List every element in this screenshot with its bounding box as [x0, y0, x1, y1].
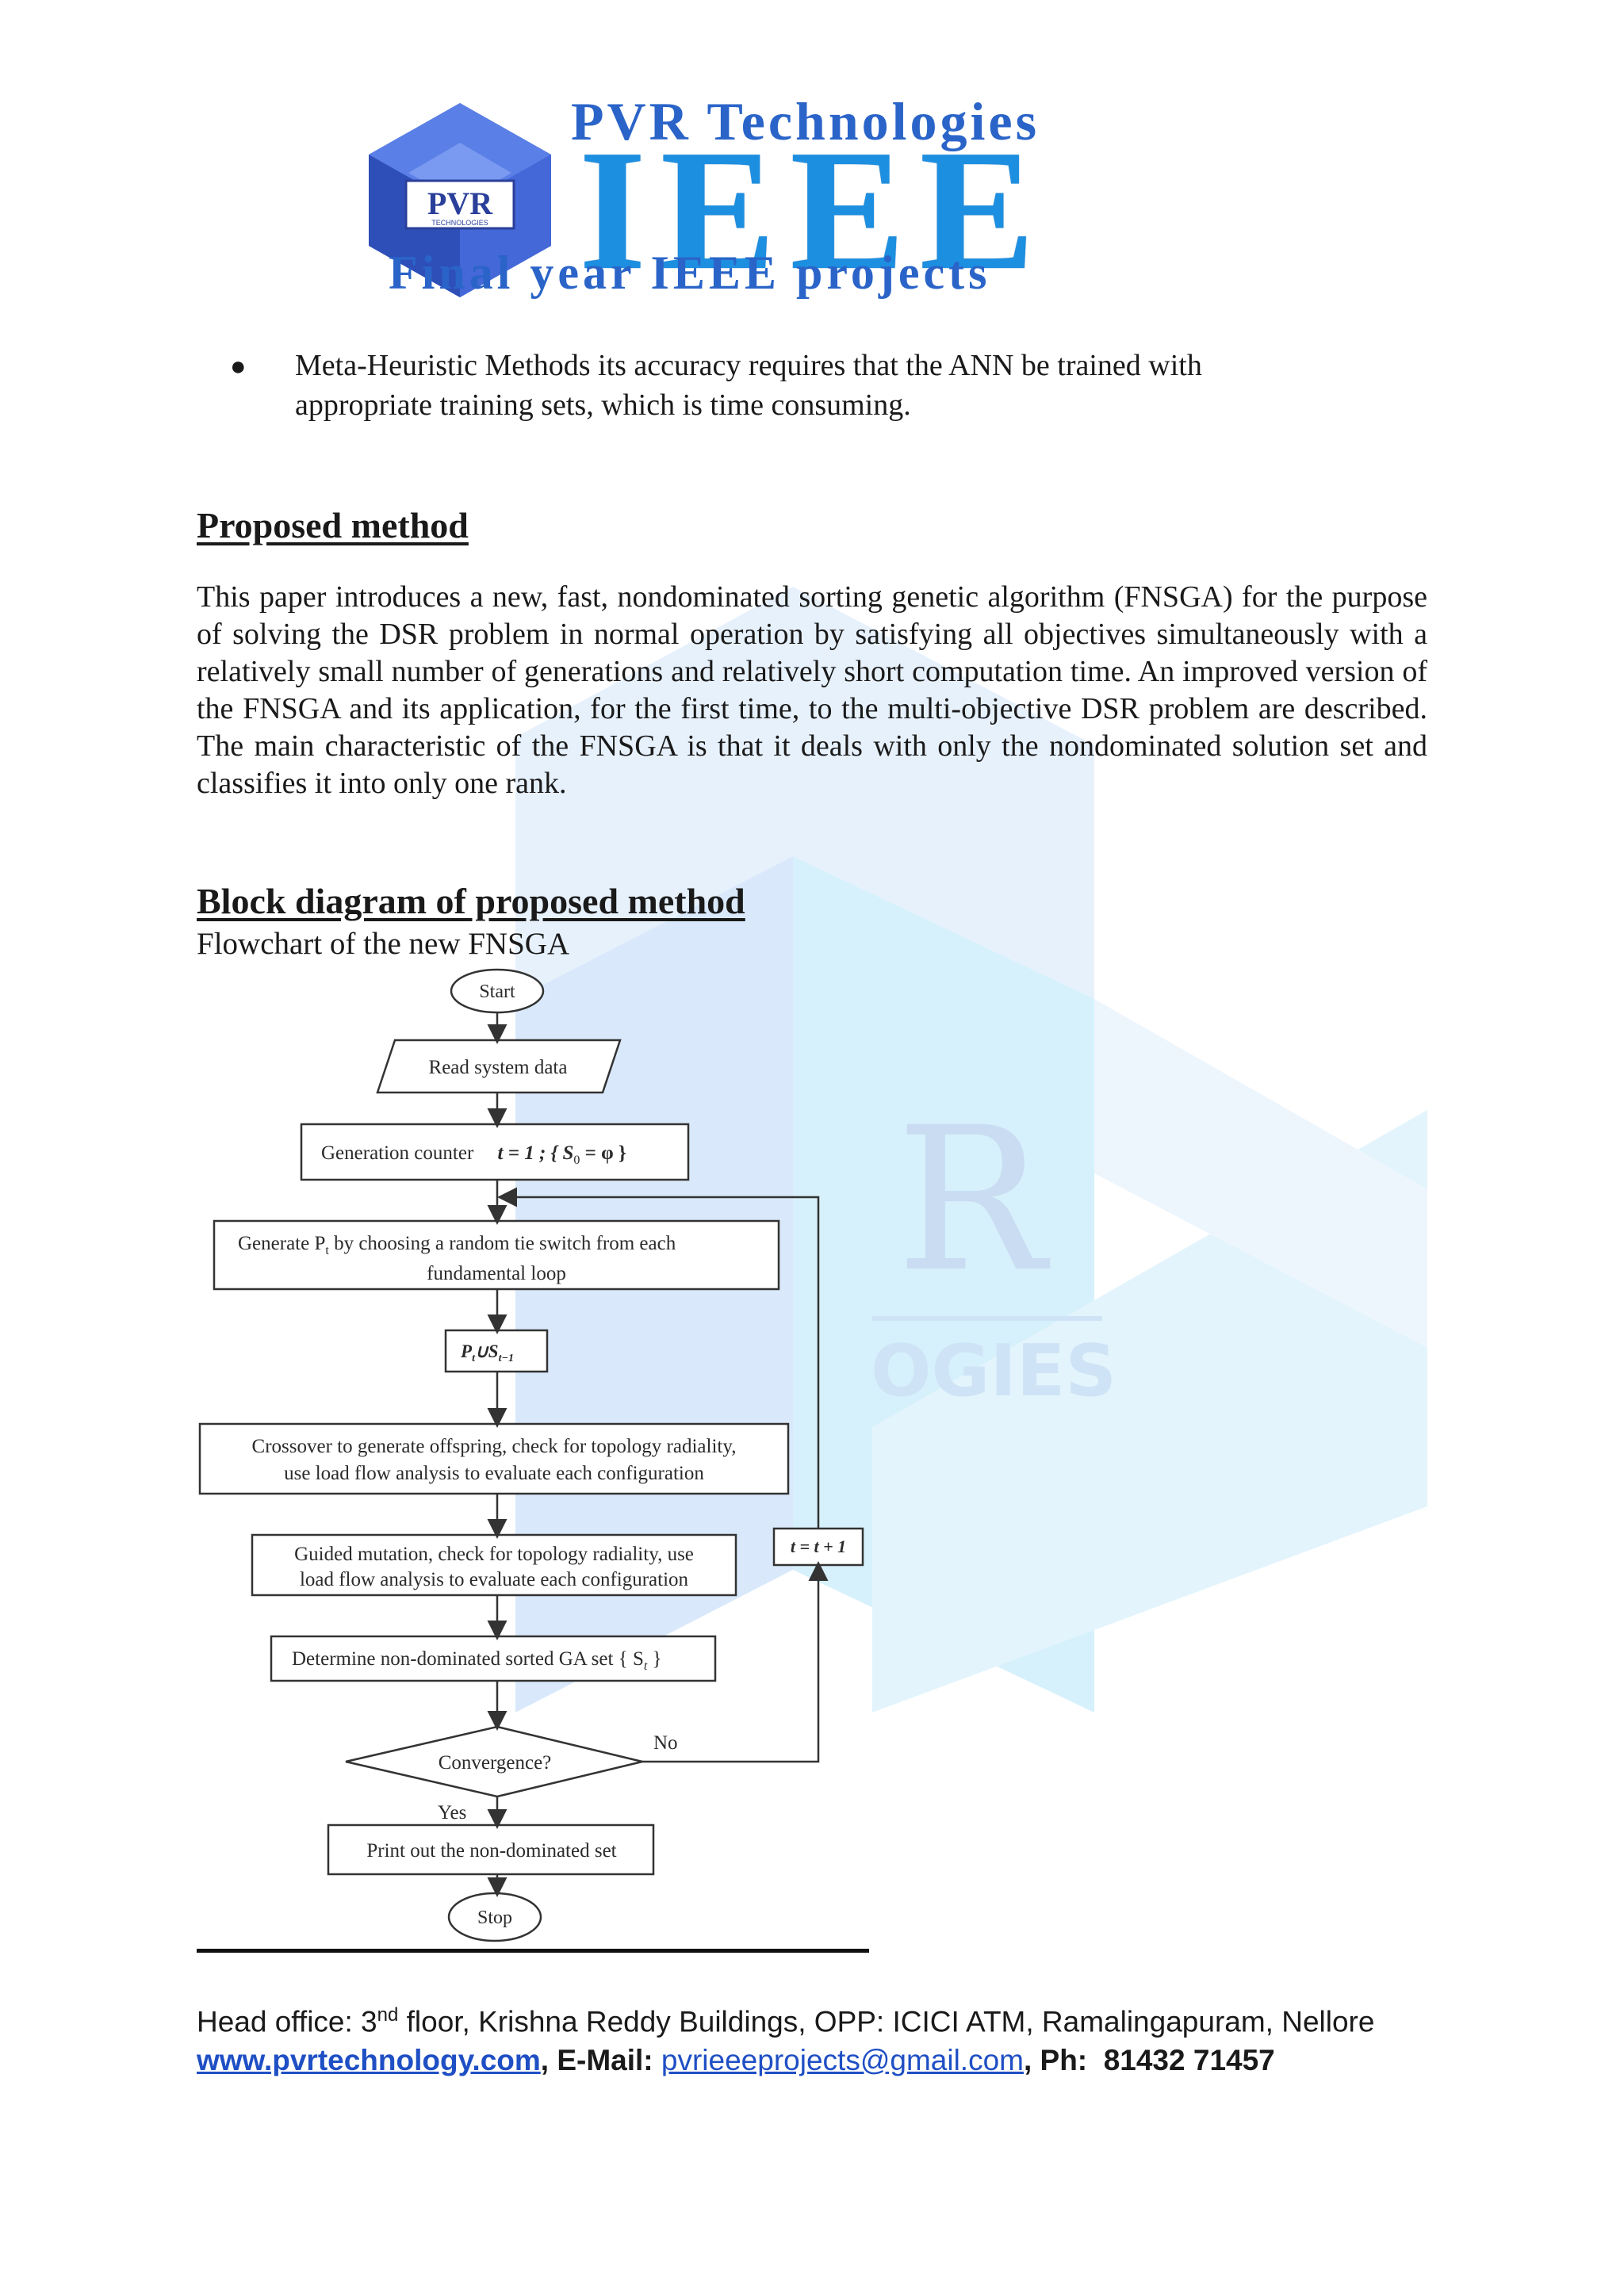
logo-badge-subtext: TECHNOLOGIES: [431, 219, 488, 227]
flow-counter-label: Generation counter t = 1 ; { S0 = φ }: [321, 1142, 626, 1167]
flow-convergence-label: Convergence?: [439, 1752, 552, 1774]
footer-contact: www.pvrtechnology.com, E-Mail: pvrieeepr…: [197, 2044, 1465, 2077]
bullet-icon: ●: [230, 352, 247, 381]
flow-yes-label: Yes: [438, 1802, 466, 1823]
phone-label: , Ph:: [1023, 2044, 1104, 2076]
flow-generate-node: [213, 1219, 780, 1291]
proposed-method-heading: Proposed method: [197, 505, 469, 545]
bullet-text: Meta-Heuristic Methods its accuracy requ…: [295, 349, 1202, 422]
logo-tagline: Final year IEEE projects: [389, 247, 991, 299]
watermark-word: OGIES: [871, 1330, 1116, 1413]
flow-generate-label: Generate Pt by choosing a random tie swi…: [238, 1233, 676, 1257]
company-logo: PVR TECHNOLOGIES PVR Technologies IEEE F…: [341, 87, 1182, 309]
flow-read-node: [376, 1039, 622, 1094]
flow-generate-label-2: fundamental loop: [427, 1263, 566, 1284]
flow-no-label: No: [653, 1732, 678, 1754]
block-diagram-heading: Block diagram of proposed method: [197, 881, 745, 921]
flow-counter-node: [300, 1123, 690, 1181]
proposed-method-paragraph: This paper introduces a new, fast, nondo…: [197, 580, 1427, 800]
watermark-letter: R: [896, 1085, 1051, 1315]
flow-start-label: Start: [479, 982, 515, 1002]
flow-crossover-label-1: Crossover to generate offspring, check f…: [252, 1436, 737, 1457]
flowchart-subtitle: Flowchart of the new FNSGA: [197, 927, 570, 961]
logo-badge-text: PVR: [427, 186, 493, 221]
footer-address: Head office: 3nd floor, Krishna Reddy Bu…: [197, 2004, 1375, 2038]
flow-mutation-label-2: load flow analysis to evaluate each conf…: [300, 1569, 689, 1590]
email-label: , E-Mail:: [540, 2044, 661, 2076]
flow-increment-label: t = t + 1: [791, 1536, 846, 1556]
pvr-cube-icon: PVR TECHNOLOGIES: [369, 103, 551, 297]
flow-crossover-node: [198, 1422, 790, 1495]
horizontal-divider: [197, 1949, 869, 1953]
website-link[interactable]: www.pvrtechnology.com: [197, 2044, 541, 2076]
flow-print-node: [327, 1823, 655, 1876]
flow-union-label: Pt∪St−1: [460, 1341, 514, 1364]
phone-number: 81432 71457: [1103, 2044, 1275, 2076]
flow-crossover-label-2: use load flow analysis to evaluate each …: [284, 1463, 704, 1484]
bullet-item: ● Meta-Heuristic Methods its accuracy re…: [230, 346, 1285, 425]
fnsga-flowchart: Start Read system data Generation counte…: [198, 968, 864, 1942]
flow-stop-label: Stop: [477, 1908, 512, 1928]
logo-title: PVR Technologies: [571, 91, 1040, 151]
logo-ieee: IEEE: [579, 115, 1050, 306]
flow-determine-label: Determine non-dominated sorted GA set { …: [292, 1648, 662, 1673]
email-link[interactable]: pvrieeeprojects@gmail.com: [661, 2044, 1024, 2076]
flow-mutation-label-1: Guided mutation, check for topology radi…: [294, 1544, 694, 1565]
flow-print-label: Print out the non-dominated set: [366, 1840, 616, 1862]
flow-read-label: Read system data: [429, 1057, 568, 1078]
flow-mutation-node: [251, 1533, 737, 1597]
flow-determine-node: [270, 1635, 717, 1682]
